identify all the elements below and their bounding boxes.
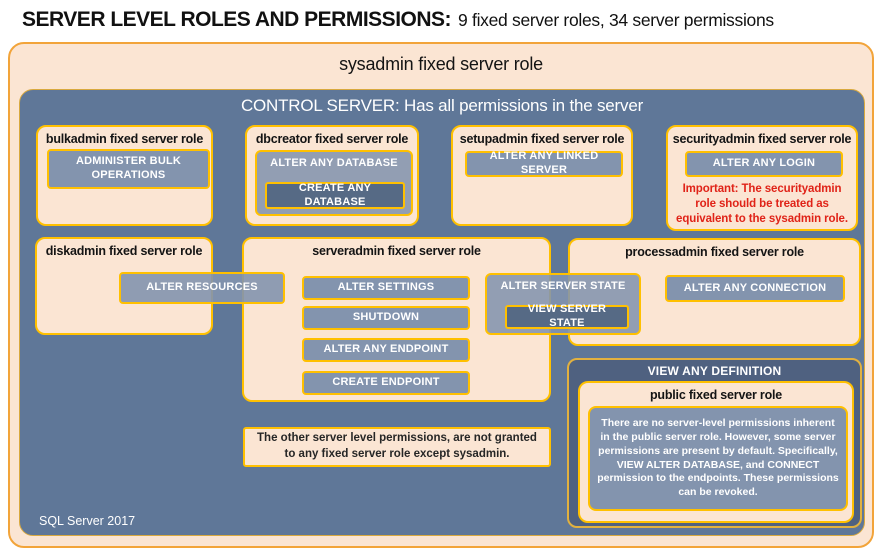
permission-view-any-definition-label: VIEW ANY DEFINITION [647, 364, 782, 378]
permission-administer-bulk-operations: ADMINISTER BULK OPERATIONS [47, 149, 210, 189]
permission-view-server-state: VIEW SERVER STATE [505, 303, 629, 329]
permission-alter-any-database: ALTER ANY DATABASE CREATE ANY DATABASE [255, 150, 413, 216]
securityadmin-role-title: securityadmin fixed server role [672, 132, 852, 146]
permission-alter-settings: ALTER SETTINGS [302, 276, 470, 300]
page-title: SERVER LEVEL ROLES AND PERMISSIONS: 9 fi… [22, 8, 774, 32]
sysadmin-role-box: sysadmin fixed server role CONTROL SERVE… [8, 42, 874, 548]
setupadmin-role-title: setupadmin fixed server role [459, 132, 625, 146]
permission-alter-any-login: ALTER ANY LOGIN [685, 151, 843, 177]
setupadmin-role-box: setupadmin fixed server role ALTER ANY L… [451, 125, 633, 226]
bulkadmin-role-box: bulkadmin fixed server role ADMINISTER B… [36, 125, 213, 226]
permission-alter-resources: ALTER RESOURCES [119, 272, 285, 304]
permission-alter-any-connection: ALTER ANY CONNECTION [665, 275, 845, 302]
securityadmin-warning-text: Important: The securityadmin role should… [676, 183, 848, 226]
dbcreator-role-title: dbcreator fixed server role [255, 132, 409, 146]
permission-create-any-database: CREATE ANY DATABASE [265, 182, 405, 209]
control-server-title: CONTROL SERVER: Has all permissions in t… [240, 96, 644, 115]
other-permissions-note: The other server level permissions, are … [243, 427, 551, 467]
permission-shutdown: SHUTDOWN [302, 306, 470, 330]
permission-alter-any-linked-server: ALTER ANY LINKED SERVER [465, 150, 623, 177]
dbcreator-role-box: dbcreator fixed server role ALTER ANY DA… [245, 125, 419, 226]
public-role-box: public fixed server role There are no se… [578, 381, 854, 523]
permission-alter-server-state: ALTER SERVER STATE VIEW SERVER STATE [485, 273, 641, 335]
public-role-description: There are no server-level permissions in… [588, 406, 848, 511]
diskadmin-role-title: diskadmin fixed server role [45, 244, 203, 258]
permission-alter-server-state-label: ALTER SERVER STATE [500, 280, 626, 292]
control-server-box: CONTROL SERVER: Has all permissions in t… [19, 89, 865, 536]
processadmin-role-title: processadmin fixed server role [625, 245, 804, 259]
permission-create-endpoint: CREATE ENDPOINT [302, 371, 470, 395]
permission-alter-any-database-label: ALTER ANY DATABASE [270, 157, 398, 169]
page-title-main: SERVER LEVEL ROLES AND PERMISSIONS: [22, 8, 452, 31]
sysadmin-role-title: sysadmin fixed server role [339, 54, 543, 74]
sql-server-version-label: SQL Server 2017 [39, 514, 136, 528]
permission-alter-any-endpoint: ALTER ANY ENDPOINT [302, 338, 470, 362]
bulkadmin-role-title: bulkadmin fixed server role [45, 132, 204, 146]
serveradmin-role-title: serveradmin fixed server role [312, 244, 481, 258]
view-any-definition-box: VIEW ANY DEFINITION public fixed server … [567, 358, 862, 528]
public-role-title: public fixed server role [649, 388, 783, 402]
page-title-subtitle: 9 fixed server roles, 34 server permissi… [458, 10, 774, 30]
securityadmin-role-box: securityadmin fixed server role ALTER AN… [666, 125, 858, 231]
